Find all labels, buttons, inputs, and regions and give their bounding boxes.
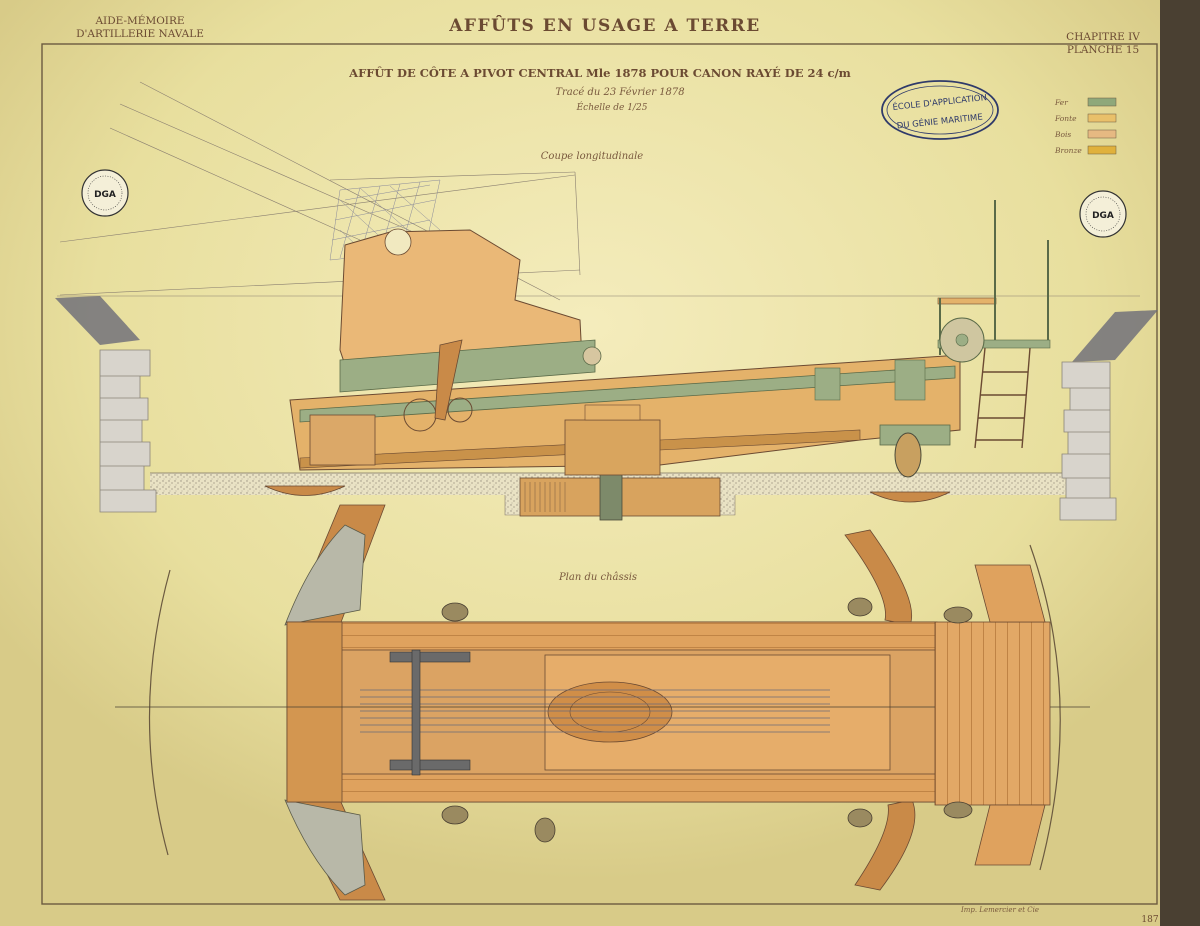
printer-credit: Imp. Lemercier et Cie bbox=[960, 906, 1039, 914]
chassis-rail bbox=[299, 365, 956, 423]
longitudinal-section bbox=[55, 81, 1158, 521]
pivot-housing bbox=[564, 419, 661, 476]
traverse-arc-left bbox=[148, 569, 171, 856]
parapet-right bbox=[1059, 310, 1158, 521]
rear-ladder bbox=[974, 347, 1031, 449]
header-left-line2: D'ARTILLERIE NAVALE bbox=[76, 28, 204, 40]
chassis-plan bbox=[115, 504, 1090, 901]
rear-platform-plan bbox=[934, 621, 1051, 806]
header-right-line2: PLANCHE 15 bbox=[1067, 44, 1139, 56]
drawing-date: Tracé du 23 Février 1878 bbox=[555, 87, 684, 98]
rear-stop bbox=[894, 359, 926, 401]
carriage-roller bbox=[582, 346, 602, 366]
header-left-line1: AIDE-MÉMOIRE bbox=[94, 13, 184, 27]
parapet-left bbox=[55, 296, 157, 513]
material-legend: Fer Fonte Bois Bronze bbox=[1054, 97, 1117, 155]
legend-swatch-cast-iron bbox=[1087, 113, 1117, 123]
front-bracket-top bbox=[284, 524, 366, 626]
legend-swatch-wood bbox=[1087, 129, 1117, 139]
chassis-side-beam-top bbox=[286, 621, 938, 651]
legend-label-iron: Fer bbox=[1054, 98, 1068, 107]
page-number: 187 bbox=[1141, 915, 1158, 925]
rear-step-bottom bbox=[974, 804, 1046, 866]
traverse-gears bbox=[389, 649, 471, 776]
page-edge-shadow bbox=[1160, 0, 1200, 926]
front-bracket-bottom bbox=[284, 799, 366, 896]
pivot-plate bbox=[547, 681, 673, 743]
drawing-scale: Échelle de 1/25 bbox=[576, 101, 648, 113]
legend-label-wood: Bois bbox=[1054, 130, 1071, 139]
front-transom bbox=[286, 621, 343, 803]
front-roller-support bbox=[264, 485, 346, 496]
pivot-base-hatching bbox=[524, 482, 566, 512]
rear-roller-support bbox=[869, 491, 951, 503]
trunnion-bore bbox=[384, 228, 412, 256]
rear-bracket bbox=[814, 367, 841, 401]
legend-swatch-bronze bbox=[1087, 145, 1117, 155]
header-right-line1: CHAPITRE IV bbox=[1066, 31, 1140, 43]
carriage-slide bbox=[339, 339, 596, 393]
rear-platform bbox=[937, 200, 1051, 363]
chassis-side-beam-bottom bbox=[286, 773, 938, 803]
dga-seal-left-text: DGA bbox=[94, 190, 116, 200]
legend-swatch-iron bbox=[1087, 97, 1117, 107]
plan-label: Plan du châssis bbox=[558, 572, 637, 583]
page-title: AFFÛTS EN USAGE A TERRE bbox=[448, 15, 761, 36]
plan-rollers bbox=[441, 597, 973, 843]
legend-label-bronze: Bronze bbox=[1054, 146, 1082, 155]
traverse-arc-right bbox=[1029, 544, 1061, 871]
rear-truck-wheel bbox=[894, 432, 922, 478]
dga-seal-left: DGA bbox=[81, 169, 129, 217]
plate-frame bbox=[41, 43, 1158, 905]
recoil-rods bbox=[360, 689, 830, 733]
dga-seal-right: DGA bbox=[1079, 190, 1127, 238]
legend-label-cast-iron: Fonte bbox=[1054, 114, 1077, 123]
section-label: Coupe longitudinale bbox=[541, 151, 644, 162]
rear-step-top bbox=[974, 564, 1046, 623]
training-gear-wheel bbox=[447, 397, 473, 423]
dga-seal-right-text: DGA bbox=[1092, 211, 1114, 221]
elevating-screw bbox=[434, 339, 463, 421]
pivot-cap bbox=[584, 404, 641, 421]
drawing-title: AFFÛT DE CÔTE A PIVOT CENTRAL Mle 1878 P… bbox=[348, 66, 851, 80]
front-compressor-box bbox=[309, 414, 376, 466]
